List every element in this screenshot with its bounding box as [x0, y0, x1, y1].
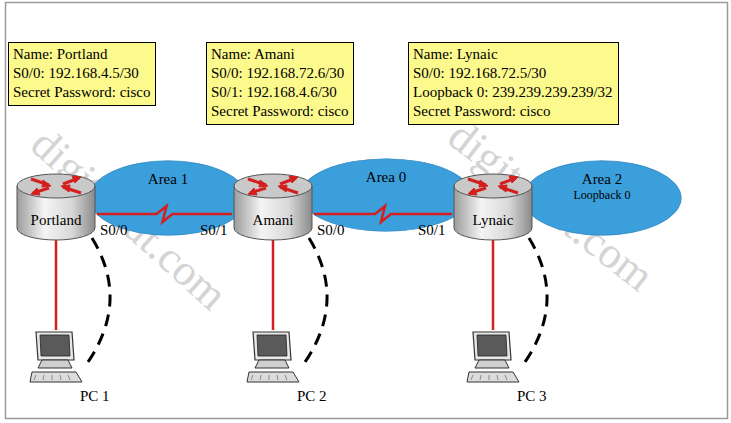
info-line: Name: Lynaic — [413, 45, 613, 64]
area-fill — [301, 159, 471, 232]
interface-label: S0/0 — [317, 222, 345, 239]
key-row — [277, 375, 278, 380]
arrow-head — [31, 188, 40, 195]
router-icon — [232, 170, 314, 242]
monitor — [473, 332, 511, 360]
key-row — [68, 375, 70, 380]
router-icon — [15, 170, 97, 242]
pc: PC 3 — [465, 330, 557, 408]
pc-icon — [465, 330, 521, 384]
key-row — [285, 375, 287, 380]
area-name: Area 1 — [88, 170, 248, 188]
key-row — [60, 375, 61, 380]
router-icon — [452, 170, 534, 242]
keyboard — [467, 372, 519, 382]
pc-name: PC 2 — [297, 388, 327, 405]
router-arrows — [248, 176, 298, 195]
ethernet-link — [272, 238, 275, 330]
console-cable — [305, 238, 327, 362]
info-line: S0/1: 192.168.4.6/30 — [211, 83, 348, 102]
console-cable — [525, 238, 547, 362]
router-top — [234, 174, 312, 198]
info-line: S0/0: 192.168.72.5/30 — [413, 64, 613, 83]
router-top — [17, 174, 95, 198]
info-line: Secret Password: cisco — [211, 102, 348, 121]
interface-label: S0/1 — [200, 222, 228, 239]
area-fill — [523, 161, 681, 235]
keyboard — [30, 372, 82, 382]
area-note: Loopback 0 — [522, 188, 682, 203]
base-unit — [475, 360, 509, 368]
key-row — [34, 375, 36, 380]
info-box: Name: AmaniS0/0: 192.168.72.6/30S0/1: 19… — [206, 42, 354, 125]
arrow-head — [259, 180, 268, 187]
arrow-head — [468, 188, 477, 195]
router-arrows — [31, 176, 81, 195]
ethernet-link — [55, 238, 58, 330]
info-box: Name: PortlandS0/0: 192.168.4.5/30Secret… — [8, 42, 156, 106]
key-row — [497, 375, 498, 380]
info-line: Secret Password: cisco — [13, 83, 150, 102]
key-row — [260, 375, 261, 380]
screen — [40, 335, 70, 356]
arrow-head — [509, 176, 518, 183]
arrow-head — [72, 176, 81, 183]
keyboard — [247, 372, 299, 382]
ospf-area: Area 0 — [300, 158, 472, 232]
ospf-area: Area 2Loopback 0 — [522, 160, 682, 236]
info-line: S0/0: 192.168.4.5/30 — [13, 64, 150, 83]
key-row — [43, 375, 44, 380]
area-name: Area 2 — [522, 170, 682, 188]
arrow-head — [248, 188, 257, 195]
info-line: Loopback 0: 239.239.239.239/32 — [413, 83, 613, 102]
key-row — [269, 375, 270, 380]
monitor — [36, 332, 74, 360]
arrow-head — [278, 185, 287, 192]
pc-icon — [245, 330, 301, 384]
info-line: Name: Amani — [211, 45, 348, 64]
router-name: Amani — [232, 212, 314, 229]
pc: PC 1 — [28, 330, 120, 408]
router-name: Lynaic — [452, 212, 534, 229]
area-name: Area 0 — [300, 168, 472, 186]
pc: PC 2 — [245, 330, 337, 408]
pc-icon — [28, 330, 84, 384]
info-box: Name: LynaicS0/0: 192.168.72.5/30Loopbac… — [408, 42, 619, 125]
arrow-head — [289, 176, 298, 183]
key-row — [505, 375, 507, 380]
monitor — [253, 332, 291, 360]
router-top — [454, 174, 532, 198]
arrow-head — [61, 185, 70, 192]
key-row — [489, 375, 490, 380]
base-unit — [255, 360, 289, 368]
arrow-head — [498, 185, 507, 192]
interface-label: S0/0 — [100, 222, 128, 239]
info-line: Name: Portland — [13, 45, 150, 64]
key-row — [52, 375, 53, 380]
screen — [257, 335, 287, 356]
info-line: S0/0: 192.168.72.6/30 — [211, 64, 348, 83]
pc-name: PC 3 — [517, 388, 547, 405]
interface-label: S0/1 — [418, 222, 446, 239]
pc-name: PC 1 — [80, 388, 110, 405]
outer-frame — [6, 3, 728, 419]
arrow-head — [42, 180, 51, 187]
router: Portland — [15, 170, 97, 242]
router: Lynaic — [452, 170, 534, 242]
router-name: Portland — [15, 212, 97, 229]
key-row — [251, 375, 253, 380]
router-arrows — [468, 176, 518, 195]
key-row — [480, 375, 481, 380]
router: Amani — [232, 170, 314, 242]
info-line: Secret Password: cisco — [413, 102, 613, 121]
screen — [477, 335, 507, 356]
ethernet-link — [492, 238, 495, 330]
base-unit — [38, 360, 72, 368]
key-row — [471, 375, 473, 380]
console-cable — [88, 238, 110, 362]
arrow-head — [479, 180, 488, 187]
